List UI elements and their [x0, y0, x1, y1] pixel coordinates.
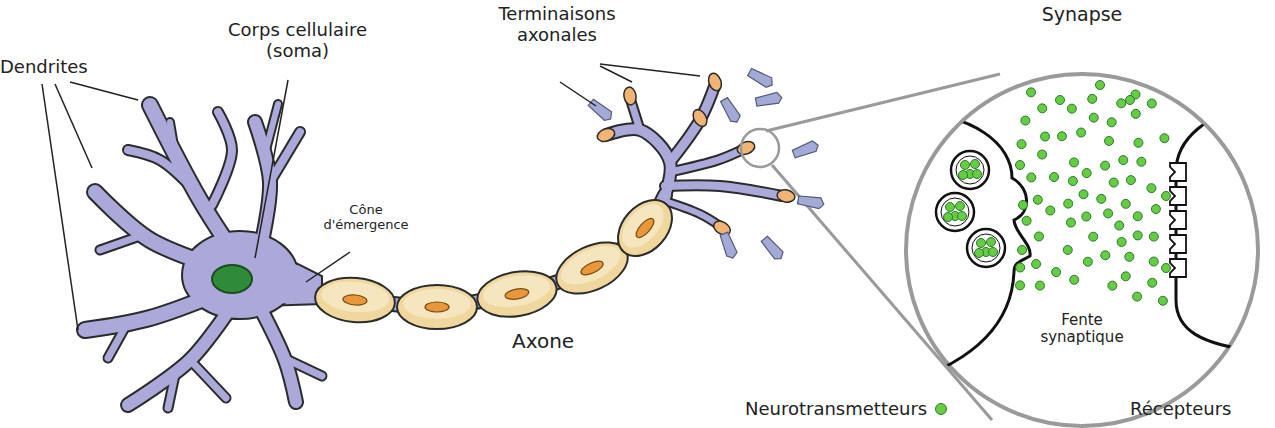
legend-text: Neurotransmetteurs — [745, 398, 927, 419]
synapse-zoom: SynapseFente synaptique — [900, 74, 1264, 428]
axon-terminal — [623, 86, 638, 106]
dendrite — [128, 300, 236, 405]
dendrite-outline — [606, 129, 671, 205]
myelin-sheath — [397, 285, 477, 329]
myelin-sheath — [480, 270, 552, 311]
myelin-sheath — [607, 189, 683, 266]
myelin-sheath — [555, 238, 626, 292]
legend-item: Récepteurs — [1130, 398, 1232, 419]
myelin-sheath — [579, 258, 605, 277]
myelin-sheath — [633, 216, 656, 241]
axon-terminal — [735, 139, 756, 156]
dendrite — [212, 112, 232, 205]
dendrite — [100, 236, 140, 250]
dendrite — [670, 85, 715, 162]
dendrite — [168, 370, 176, 408]
myelin-sheath — [403, 289, 471, 319]
myelin-sheath — [504, 287, 529, 301]
part-label: Dendrites — [0, 57, 110, 78]
dendrite — [284, 358, 322, 376]
myelin-sheath — [313, 275, 397, 326]
legend-swatch — [935, 403, 947, 415]
leader-line — [70, 82, 138, 100]
zoom-circle — [741, 129, 779, 167]
dendrite-outline — [85, 85, 782, 408]
myelin-sheath — [607, 189, 683, 266]
axon-terminal — [595, 71, 795, 237]
part-label: Corps cellulaire (soma) — [200, 20, 395, 61]
part-label: Axone — [512, 330, 612, 353]
postsynaptic-fragment — [747, 67, 775, 90]
myelin-sheath — [313, 275, 397, 326]
dendrite-outline — [670, 85, 715, 162]
postsynaptic-fragment — [588, 98, 615, 123]
dendrite — [606, 129, 671, 205]
postsynaptic-fragment — [792, 140, 820, 159]
part-label: Cône d'émergence — [316, 203, 416, 233]
dendrite — [128, 150, 196, 192]
leader-line — [306, 252, 350, 282]
dendrite — [270, 132, 300, 182]
myelin-sheath — [474, 265, 560, 322]
zoom-circle — [741, 129, 779, 167]
axon-terminal — [690, 107, 709, 129]
leader-line — [560, 82, 596, 106]
nucleus — [212, 265, 252, 293]
postsynaptic-fragment — [588, 67, 825, 262]
postsynaptic-fragment — [720, 97, 743, 125]
dendrite-outline — [256, 300, 296, 402]
leader-line — [600, 64, 700, 76]
leader-line — [255, 80, 288, 258]
dendrite-outline — [212, 112, 232, 205]
dendrite — [85, 85, 782, 408]
region-label: Fente synaptique — [1022, 312, 1142, 347]
leader-line — [42, 64, 700, 330]
part-label: Terminaisons axonales — [468, 4, 646, 45]
axon-terminal — [595, 126, 616, 143]
dendrite-outline — [665, 185, 782, 196]
myelin-sheath — [343, 294, 368, 306]
postsynaptic-fragment — [719, 232, 738, 260]
dendrite — [670, 150, 742, 172]
zoom-title: Synapse — [900, 4, 1264, 26]
axon-terminal — [706, 71, 723, 92]
leader-line — [55, 84, 92, 168]
dendrite — [192, 362, 226, 398]
neuron-body — [85, 67, 825, 408]
zoom-outline — [900, 74, 1264, 428]
legend-item: Neurotransmetteurs — [745, 398, 947, 419]
dendrite — [256, 300, 296, 402]
postsynaptic-fragment — [760, 235, 785, 262]
dendrite — [665, 185, 782, 196]
dendrite-outline — [100, 236, 140, 250]
axon-terminal — [776, 189, 796, 204]
legend-text: Récepteurs — [1130, 398, 1232, 419]
zoom-outline — [906, 74, 1258, 426]
myelin-sheath — [313, 189, 683, 329]
postsynaptic-fragment — [797, 194, 825, 209]
myelin-sheath — [474, 265, 560, 322]
myelin-sheath — [320, 279, 390, 315]
leader-line — [42, 84, 78, 330]
dendrite — [170, 122, 175, 152]
postsynaptic-fragment — [755, 92, 783, 107]
dendrite-outline — [270, 132, 300, 182]
myelin-sheath — [614, 197, 671, 256]
leader-line — [600, 66, 632, 82]
axon-hillock — [264, 248, 320, 304]
dendrite-outline — [192, 362, 226, 398]
myelin-sheath — [397, 285, 477, 329]
myelin-sheath — [425, 302, 449, 312]
dendrite — [108, 322, 128, 358]
